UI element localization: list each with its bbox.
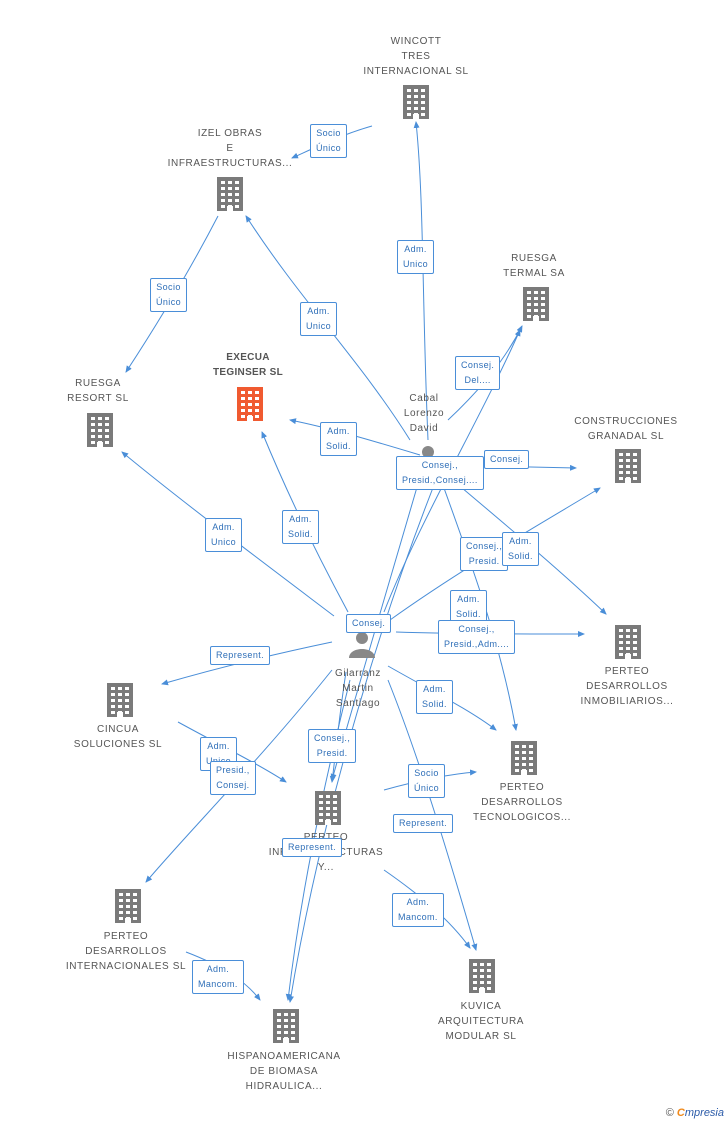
- edge-label[interactable]: Consej.: [484, 450, 530, 469]
- node-label-construcciones[interactable]: CONSTRUCCIONES GRANADAL SL: [574, 416, 678, 442]
- node-label-kuvica[interactable]: KUVICA ARQUITECTURA MODULAR SL: [437, 1001, 525, 1042]
- node-label-perteo-intl[interactable]: PERTEO DESARROLLOS INTERNACIONALES SL: [65, 931, 187, 972]
- node-label-hispano[interactable]: HISPANOAMERICANA DE BIOMASA HIDRAULICA..…: [227, 1051, 341, 1092]
- gilarranz-person-icon[interactable]: [349, 632, 375, 658]
- node-label-perteo-tecno[interactable]: PERTEO DESARROLLOS TECNOLOGICOS...: [473, 782, 571, 823]
- edge-label[interactable]: Consej., Presid.,Adm....: [438, 620, 516, 654]
- edge-label[interactable]: Adm. Solid.: [416, 680, 453, 714]
- edge-label[interactable]: Adm. Unico: [397, 240, 435, 274]
- perteo-tecno-building-icon[interactable]: [511, 741, 537, 775]
- ruesga-termal-building-icon[interactable]: [523, 287, 549, 321]
- node-label-cincua[interactable]: CINCUA SOLUCIONES SL: [73, 724, 163, 750]
- ruesga-resort-building-icon[interactable]: [87, 413, 113, 447]
- edge-label[interactable]: Adm. Solid.: [502, 532, 539, 566]
- node-label-wincott[interactable]: WINCOTT TRES INTERNACIONAL SL: [363, 36, 469, 77]
- edge-label[interactable]: Adm. Unico: [300, 302, 338, 336]
- kuvica-building-icon[interactable]: [469, 959, 495, 993]
- edge-label[interactable]: Consej. Del....: [455, 356, 501, 390]
- node-label-ruesga-resort[interactable]: RUESGA RESORT SL: [67, 378, 129, 404]
- edge-gil-kuvica: [387, 679, 478, 951]
- execua-building-icon[interactable]: [237, 387, 263, 421]
- edge-label[interactable]: Socio Único: [408, 764, 446, 798]
- edge-label[interactable]: Socio Único: [150, 278, 188, 312]
- edge-label[interactable]: Adm. Solid.: [320, 422, 357, 456]
- edge-label[interactable]: Adm. Solid.: [450, 590, 487, 624]
- hispano-building-icon[interactable]: [273, 1009, 299, 1043]
- wincott-building-icon[interactable]: [403, 85, 429, 119]
- edge-label[interactable]: Adm. Mancom.: [192, 960, 244, 994]
- edge-label[interactable]: Adm. Solid.: [282, 510, 319, 544]
- edge-label[interactable]: Consej., Presid.,Consej....: [396, 456, 484, 490]
- perteo-intl-building-icon[interactable]: [115, 889, 141, 923]
- edge-label[interactable]: Adm. Mancom.: [392, 893, 444, 927]
- edge-label[interactable]: Presid., Consej.: [210, 761, 256, 795]
- cincua-building-icon[interactable]: [107, 683, 133, 717]
- edge-label[interactable]: Socio Único: [310, 124, 348, 158]
- edge-label[interactable]: Consej., Presid.: [308, 729, 357, 763]
- edge-label[interactable]: Represent.: [210, 646, 271, 665]
- brand-logo: © Cmpresia: [665, 1107, 724, 1119]
- node-label-execua[interactable]: EXECUA TEGINSER SL: [213, 352, 283, 378]
- construcciones-building-icon[interactable]: [615, 449, 641, 483]
- node-label-ruesga-termal[interactable]: RUESGA TERMAL SA: [503, 253, 565, 279]
- edge-label[interactable]: Represent.: [393, 814, 454, 833]
- node-label-izel[interactable]: IZEL OBRAS E INFRAESTRUCTURAS...: [167, 128, 293, 169]
- edge-label[interactable]: Consej., Presid.: [460, 537, 509, 571]
- edge-label[interactable]: Represent.: [282, 838, 343, 857]
- edge-label[interactable]: Adm. Unico: [205, 518, 243, 552]
- izel-building-icon[interactable]: [217, 177, 243, 211]
- edge-cabal-hispano: [288, 469, 441, 1003]
- edge-cincua-infra: [177, 721, 287, 783]
- perteo-infra-building-icon[interactable]: [315, 791, 341, 825]
- node-label-gilarranz[interactable]: Gilarranz Martin Santiago: [335, 668, 381, 709]
- node-label-perteo-inmob[interactable]: PERTEO DESARROLLOS INMOBILIARIOS...: [580, 666, 674, 707]
- node-label-cabal[interactable]: Cabal Lorenzo David: [403, 393, 445, 434]
- edge-label[interactable]: Consej.: [346, 614, 392, 633]
- perteo-inmob-building-icon[interactable]: [615, 625, 641, 659]
